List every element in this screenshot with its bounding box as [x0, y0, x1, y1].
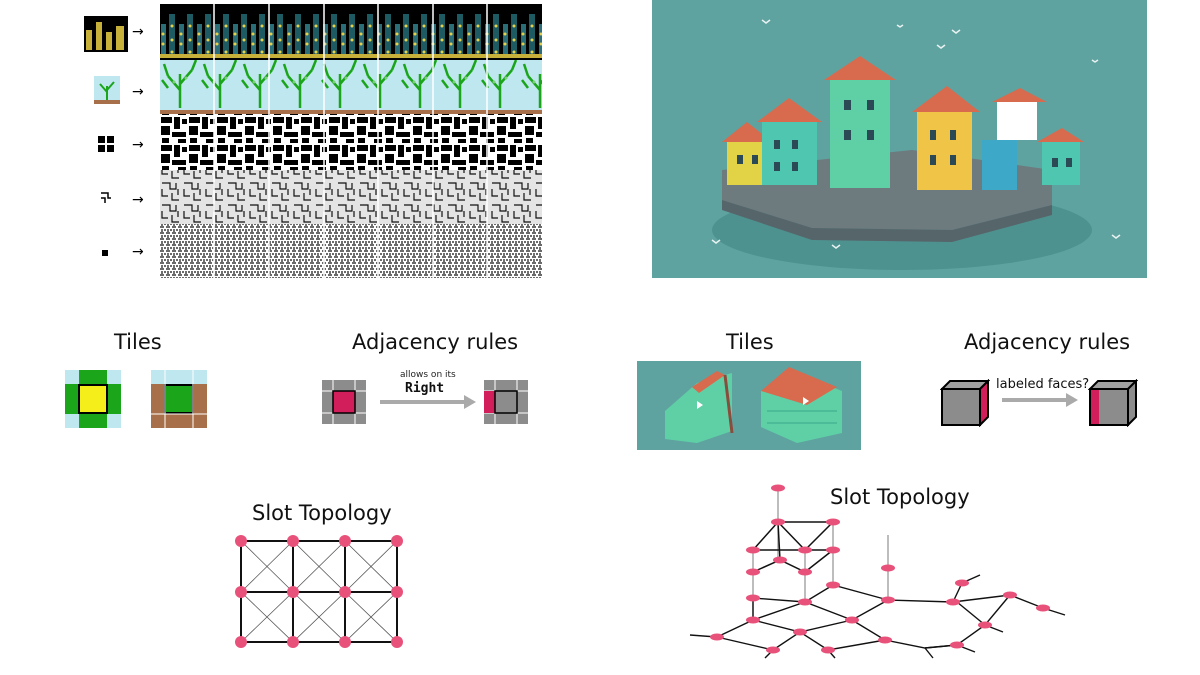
right-arrow-icon: → [132, 244, 144, 260]
right-arrow-icon [380, 395, 476, 409]
allows-on-its-text: allows on its [400, 370, 456, 380]
left-adjacency-title: Adjacency rules [352, 330, 519, 354]
tile-yellow-center [65, 370, 121, 428]
left-slot-topology-title: Slot Topology [252, 501, 392, 525]
maze-sample-tile [100, 192, 112, 204]
plants-sample-tile [94, 76, 120, 104]
adjacency-target-tile [484, 380, 528, 424]
right-arrow-icon: → [132, 24, 144, 40]
adjacency-source-tile [322, 380, 366, 424]
labeled-faces-text: labeled faces? [996, 377, 1090, 392]
right-tiles-title: Tiles [726, 330, 774, 354]
blocks-sample-tile [96, 134, 116, 154]
generated-outputs [160, 4, 542, 278]
irregular-3d-topology [689, 484, 1066, 659]
3d-cube-target [1088, 379, 1138, 427]
direction-label: Right [405, 381, 445, 396]
3d-cube-source [940, 379, 990, 427]
right-adjacency-title: Adjacency rules [964, 330, 1131, 354]
right-arrow-icon: → [132, 84, 144, 100]
square-grid-topology [235, 535, 403, 648]
right-slot-topology-title: Slot Topology [830, 485, 970, 509]
right-arrow-icon: → [132, 192, 144, 208]
3d-tiles-image [637, 361, 861, 450]
wfc-examples: → → → → → [80, 4, 545, 278]
left-tiles-title: Tiles [114, 330, 162, 354]
city-sample-tile [84, 16, 128, 52]
town-render-image [652, 0, 1147, 278]
tile-green-center [151, 370, 207, 428]
right-arrow-icon: → [132, 137, 144, 153]
dots-sample-tile [102, 250, 108, 256]
right-arrow-icon [1002, 393, 1078, 407]
